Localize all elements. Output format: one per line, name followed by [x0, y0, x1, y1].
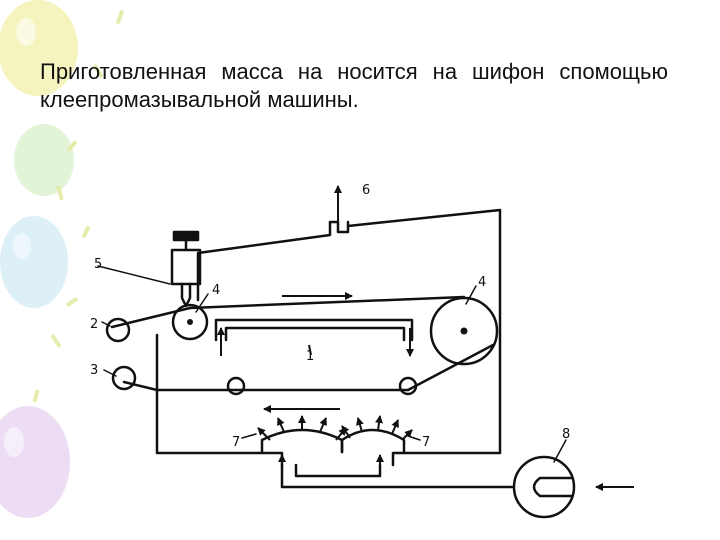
glue-trough — [214, 318, 414, 342]
label-5: 5 — [94, 257, 102, 272]
fan-inlet — [532, 476, 574, 498]
balloon-blue — [0, 216, 68, 308]
label-3: 3 — [90, 363, 98, 378]
label-7-left: 7 — [232, 435, 240, 450]
balloon-green — [14, 124, 74, 196]
spreading-knife — [180, 282, 192, 308]
guide-roller-bottom-left — [226, 376, 246, 396]
web-path-return — [406, 343, 495, 392]
heater-nozzle-right — [340, 428, 406, 454]
label-4-small-roller: 4 — [212, 283, 220, 298]
heater-nozzle-left — [260, 428, 344, 454]
web-path-top-long — [188, 295, 466, 310]
guide-roller-4-small — [171, 303, 209, 341]
balloon-yellow — [0, 0, 78, 96]
label-1: 1 — [306, 349, 314, 364]
label-7-right: 7 — [422, 435, 430, 450]
confetti — [32, 9, 125, 403]
knife-screw-handle — [172, 230, 200, 242]
balloon-purple — [0, 406, 70, 518]
glue-trough-inner — [224, 326, 406, 342]
web-path-bottom — [122, 380, 159, 392]
knife-holder — [170, 248, 202, 286]
fan-8 — [512, 455, 576, 519]
label-6: 6 — [362, 183, 370, 198]
guide-roller-4-large — [429, 296, 499, 366]
supply-roll-3 — [111, 365, 137, 391]
label-2: 2 — [90, 317, 98, 332]
label-8: 8 — [562, 427, 570, 442]
supply-roll-2 — [105, 317, 131, 343]
guide-roller-bottom-right — [398, 376, 418, 396]
chamber-housing — [155, 208, 502, 467]
caption-text: Приготовленная масса на носится на шифон… — [40, 59, 668, 112]
hot-air-duct — [280, 463, 514, 489]
label-4-large-roller: 4 — [478, 275, 486, 290]
hot-air-duct-inner — [294, 463, 382, 478]
